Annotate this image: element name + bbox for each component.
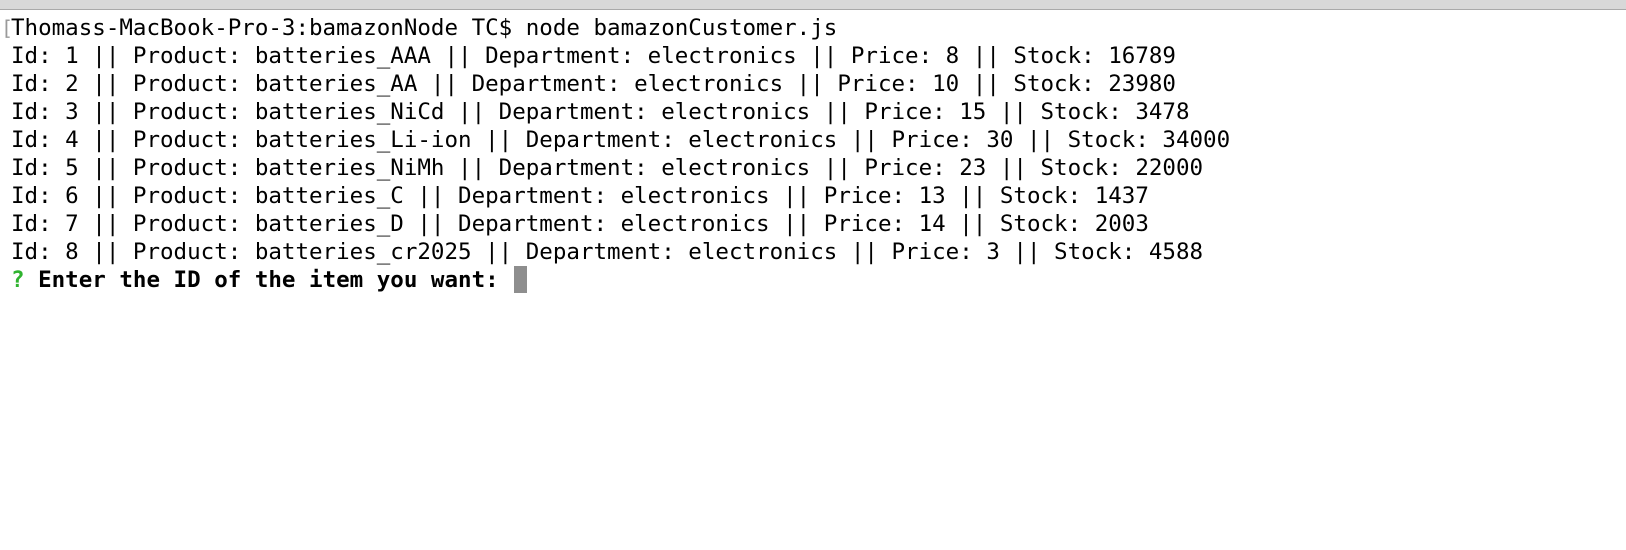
prompt-question: Enter the ID of the item you want:: [38, 267, 513, 293]
window-titlebar-edge: [0, 0, 1626, 10]
product-line: Id: 2 || Product: batteries_AA || Depart…: [11, 71, 1176, 97]
terminal-output[interactable]: [Thomass-MacBook-Pro-3:bamazonNode TC$ n…: [0, 14, 1626, 544]
input-prompt-line[interactable]: ? Enter the ID of the item you want:: [0, 266, 1626, 294]
command-line: [Thomass-MacBook-Pro-3:bamazonNode TC$ n…: [0, 14, 1626, 42]
prompt-question-mark-icon: ?: [11, 267, 25, 293]
text-cursor[interactable]: [514, 266, 528, 293]
line-marker: [: [1, 16, 14, 40]
product-line: Id: 3 || Product: batteries_NiCd || Depa…: [11, 99, 1190, 125]
product-line: Id: 1 || Product: batteries_AAA || Depar…: [11, 43, 1176, 69]
command-text: Thomass-MacBook-Pro-3:bamazonNode TC$ no…: [11, 15, 838, 41]
product-line: Id: 4 || Product: batteries_Li-ion || De…: [11, 127, 1231, 153]
product-line: Id: 7 || Product: batteries_D || Departm…: [11, 211, 1149, 237]
product-line: Id: 5 || Product: batteries_NiMh || Depa…: [11, 155, 1204, 181]
product-line: Id: 8 || Product: batteries_cr2025 || De…: [11, 239, 1204, 265]
product-line: Id: 6 || Product: batteries_C || Departm…: [11, 183, 1149, 209]
